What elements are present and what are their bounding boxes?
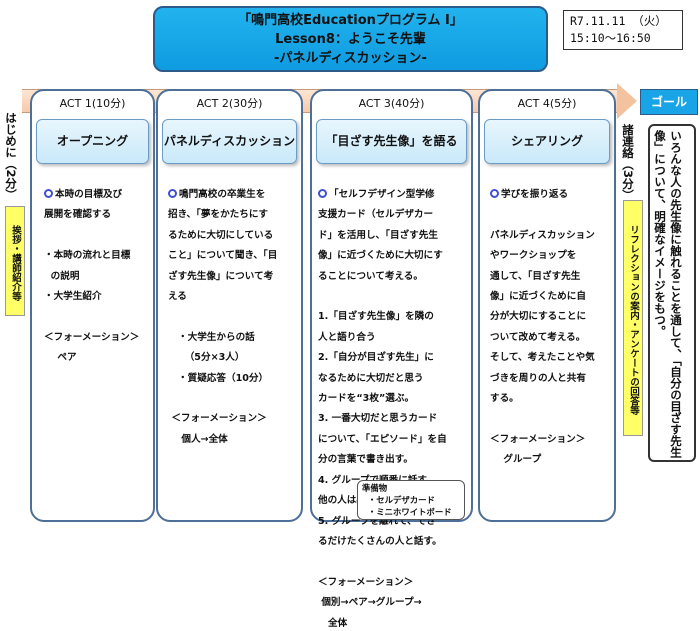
intro-note: 挨拶・講師紹介等 [5, 206, 25, 316]
act-3-label: ACT 3(40分) [358, 97, 425, 110]
goal-label: ゴール [640, 89, 698, 115]
act-4-heading: シェアリング [484, 119, 610, 164]
date-time-box: R7.11.11 （火） 15:10～16:50 [563, 10, 683, 50]
title-line-1: 「鳴門高校Educationプログラム Ⅰ」 [238, 13, 463, 28]
act-2-label: ACT 2(30分) [196, 97, 263, 110]
spiral-bullet-icon [168, 189, 177, 198]
contact-label: 諸連絡（3分） [621, 124, 635, 202]
act-1-heading: オープニング [36, 119, 149, 164]
title-line-3: -パネルディスカッション- [274, 51, 427, 66]
act-4-body: 学びを振り返る パネルディスカッション やワークショップを 通して、「目ざす先生… [490, 189, 595, 466]
spiral-bullet-icon [490, 189, 499, 198]
goal-statement-box: いろんな人の先生像に触れることを通して、「自分の目ざす先生 像」について、明確な… [648, 124, 696, 462]
act-3-heading: 「目ざす先生像」を語る [316, 119, 467, 164]
act-4-label: ACT 4(5分) [517, 97, 577, 110]
timeline-arrow-head [617, 83, 637, 119]
act-3-body: 「セルフデザイン型学修 支援カード（セルデザカー ド」を活用し、「目ざす先生 像… [318, 189, 447, 629]
title-line-2: Lesson8：ようこそ先輩 [275, 32, 426, 47]
act-1-body: 本時の目標及び 展開を確認する ・本時の流れと目標 の説明 ・大学生紹介 ＜フォ… [44, 189, 140, 364]
act-1-label: ACT 1(10分) [59, 97, 126, 110]
spiral-bullet-icon [318, 189, 327, 198]
contact-note: リフレクションの案内・アンケートの回答等 [623, 200, 643, 436]
goal-statement: いろんな人の先生像に触れることを通して、「自分の目ざす先生 像」について、明確な… [653, 130, 683, 458]
act-2-heading: パネルディスカッション [162, 119, 297, 164]
program-title-banner: 「鳴門高校Educationプログラム Ⅰ」 Lesson8：ようこそ先輩 -パ… [153, 6, 548, 72]
preparation-box: 準備物 ・セルデザカード ・ミニホワイトボード [357, 480, 465, 520]
act-2-body: 鳴門高校の卒業生を 招き、「夢をかたちにす るために大切にしている こと」につい… [168, 189, 278, 445]
intro-label: はじめに（2分） [4, 112, 18, 201]
spiral-bullet-icon [44, 189, 53, 198]
